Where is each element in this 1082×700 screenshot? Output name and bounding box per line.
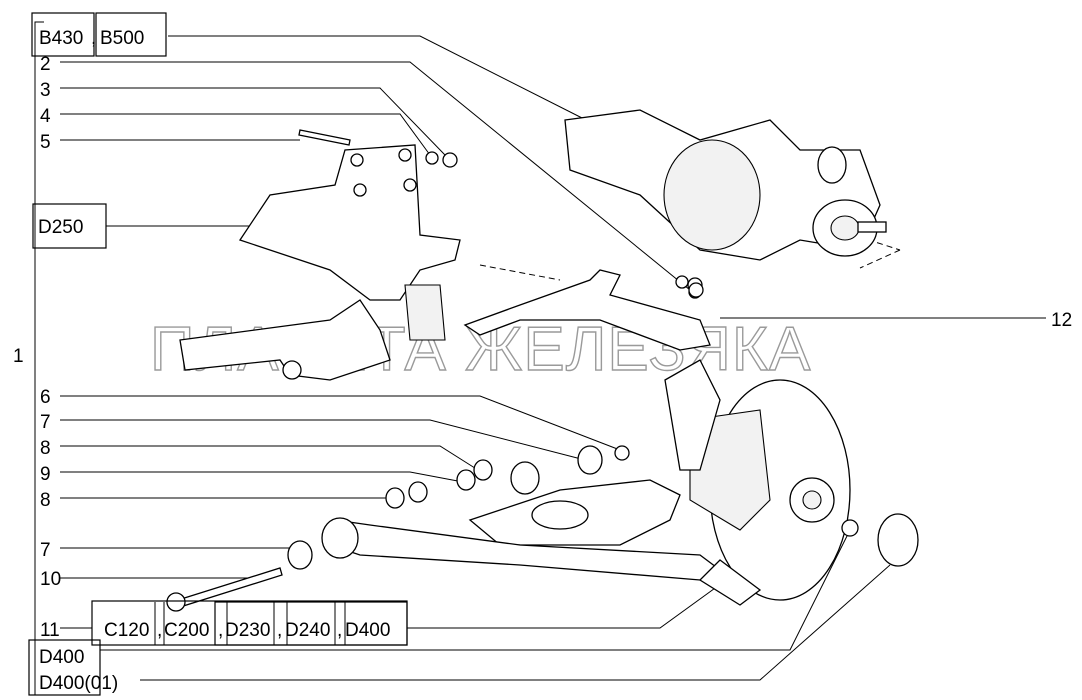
callout-11: 11 [40, 620, 60, 641]
callout-d400: D400 [345, 620, 390, 641]
lower-arms [321, 461, 762, 606]
callout-b430: B430 [39, 28, 83, 49]
callout-d240: D240 [285, 620, 330, 641]
callout-6: 6 [40, 387, 51, 408]
callout-5: 5 [40, 132, 51, 153]
callout-box-d250 [32, 203, 107, 249]
fasteners [166, 129, 704, 612]
callout-8-second: 8 [40, 490, 51, 511]
callout-7-second: 7 [40, 540, 51, 561]
callout-box-d400 [28, 639, 101, 696]
callout-comma: , [277, 620, 282, 641]
callout-d230: D230 [225, 620, 270, 641]
callout-d400-01: D400(01) [39, 673, 118, 694]
callout-9: 9 [40, 464, 51, 485]
callout-box-b500 [95, 12, 167, 57]
callout-comma: , [91, 28, 96, 49]
callout-4: 4 [40, 106, 51, 127]
callout-8: 8 [40, 438, 51, 459]
bracket-d250 [238, 144, 461, 341]
leader-lines [60, 35, 1046, 681]
callout-comma: , [218, 620, 223, 641]
callout-2: 2 [40, 54, 51, 75]
rear-differential [564, 109, 887, 261]
callout-c120: C120 [104, 620, 149, 641]
callout-b500: B500 [100, 28, 144, 49]
hub-knuckle-brake [664, 359, 919, 601]
callout-d400-standalone: D400 [39, 647, 84, 668]
callout-box-b430 [31, 12, 95, 57]
callout-group-11: C120 , C200 , D230 , D240 , D400 [91, 600, 408, 646]
trailing-arm [179, 299, 391, 381]
callout-10: 10 [40, 569, 61, 590]
callout-c200: C200 [164, 620, 209, 641]
callout-d250: D250 [38, 217, 83, 238]
callout-12: 12 [1051, 310, 1072, 331]
callout-comma: , [157, 620, 162, 641]
callout-comma: , [337, 620, 342, 641]
callout-3: 3 [40, 80, 51, 101]
callout-7: 7 [40, 412, 51, 433]
callout-1: 1 [13, 346, 24, 367]
